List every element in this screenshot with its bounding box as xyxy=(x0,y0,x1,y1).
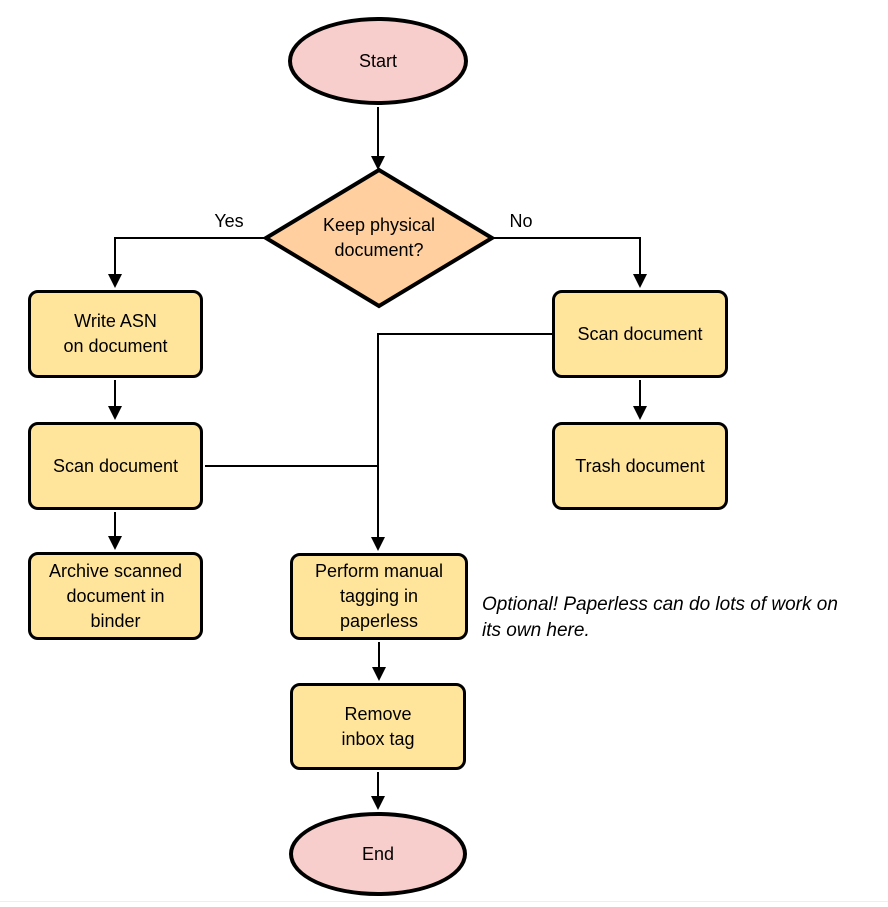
node-scan-document-left: Scan document xyxy=(28,422,203,510)
edge-scan-right-to-tagging xyxy=(371,333,552,551)
node-label-line: paperless xyxy=(339,611,419,631)
node-label: End xyxy=(361,843,395,864)
node-label-line: Keep physical xyxy=(322,215,436,235)
node-label: Start xyxy=(358,50,397,71)
node-label: Scan document xyxy=(577,323,703,344)
node-write-asn: Write ASN on document xyxy=(28,290,203,378)
node-start: Start xyxy=(288,17,468,105)
node-label-line: document in xyxy=(66,585,165,606)
node-label-line: tagging in xyxy=(339,586,419,606)
note-line: Optional! Paperless can do lots of work … xyxy=(482,594,838,615)
node-label-line: Remove xyxy=(344,703,412,724)
node-label: Trash document xyxy=(575,455,705,476)
node-label-line: Write ASN xyxy=(74,311,157,331)
node-label-line: Archive scanned xyxy=(48,560,183,581)
node-scan-document-right: Scan document xyxy=(552,290,728,378)
node-decision-label: Keep physical document? xyxy=(289,213,469,263)
node-label-line: document? xyxy=(334,240,424,260)
note-line: its own here. xyxy=(482,620,590,641)
edge-decision-yes-to-write-asn xyxy=(108,237,266,288)
node-label-line: inbox tag xyxy=(341,728,415,749)
node-label-line: binder xyxy=(90,610,141,631)
node-archive-document: Archive scanned document in binder xyxy=(28,552,203,640)
node-manual-tagging: Perform manual tagging in paperless xyxy=(290,553,468,640)
canvas-bottom-edge xyxy=(0,901,888,902)
edge-label-no: No xyxy=(496,210,546,232)
edge-decision-no-to-scan-document xyxy=(492,237,647,288)
node-label-line: Perform manual xyxy=(314,561,444,581)
node-label: Scan document xyxy=(52,455,179,476)
node-remove-inbox-tag: Remove inbox tag xyxy=(290,683,466,770)
edge-label-yes: Yes xyxy=(204,210,254,232)
node-label-line: on document xyxy=(63,336,168,356)
node-decision-shape xyxy=(262,167,496,309)
node-trash-document: Trash document xyxy=(552,422,728,510)
optional-note: Optional! Paperless can do lots of work … xyxy=(482,592,887,644)
node-end: End xyxy=(289,812,467,896)
